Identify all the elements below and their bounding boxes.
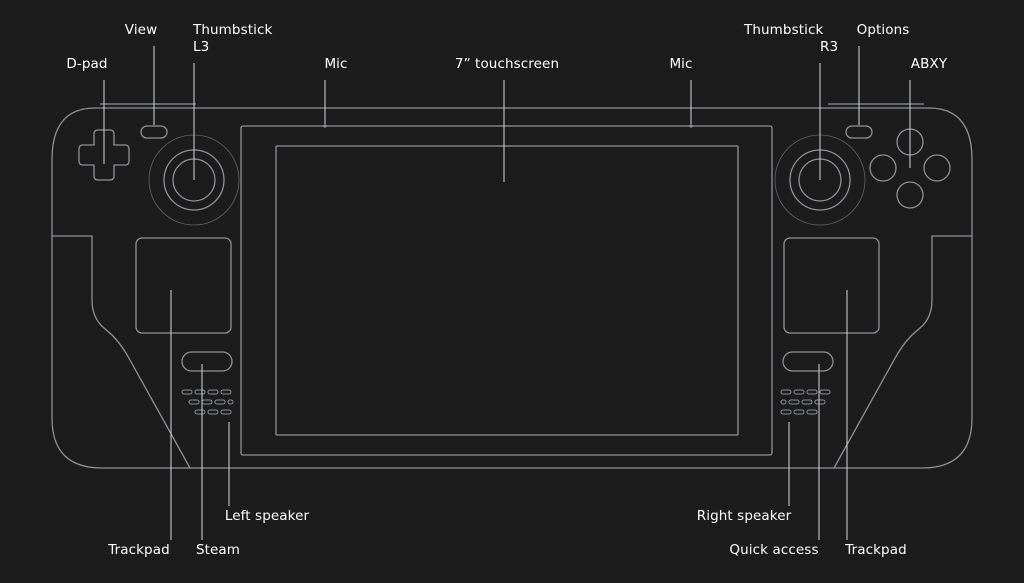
label-thumbstick-l3-line1: Thumbstick bbox=[193, 22, 273, 38]
label-thumbstick-r3-line2: R3 bbox=[820, 39, 839, 55]
label-touchscreen: 7” touchscreen bbox=[454, 56, 560, 72]
label-right-speaker: Right speaker bbox=[696, 508, 792, 524]
grip-contour-left bbox=[52, 235, 191, 469]
speaker-grille-left bbox=[181, 389, 234, 415]
quick-access-button-shape bbox=[782, 351, 834, 372]
screen-display bbox=[275, 145, 739, 436]
label-view: View bbox=[124, 22, 158, 38]
label-left-speaker: Left speaker bbox=[224, 508, 310, 524]
screen-bezel bbox=[240, 125, 773, 456]
view-button-shape bbox=[140, 125, 168, 139]
label-mic-right: Mic bbox=[669, 56, 693, 72]
options-button-shape bbox=[845, 125, 873, 139]
mic-left-dot bbox=[323, 124, 327, 128]
label-thumbstick-r3-line1: Thumbstick bbox=[744, 22, 824, 38]
label-thumbstick-r3: Thumbstick R3 bbox=[744, 22, 838, 56]
label-options: Options bbox=[856, 22, 910, 38]
label-abxy: ABXY bbox=[910, 56, 948, 72]
trackpad-left-shape bbox=[135, 237, 232, 334]
label-mic-left: Mic bbox=[324, 56, 348, 72]
speaker-grille-right bbox=[780, 389, 831, 415]
label-quick-access: Quick access bbox=[729, 542, 819, 558]
label-thumbstick-l3: Thumbstick L3 bbox=[193, 22, 272, 56]
device-body bbox=[51, 107, 973, 469]
steam-button-shape bbox=[181, 351, 233, 372]
button-x-shape bbox=[869, 154, 897, 182]
grip-contour-right bbox=[833, 235, 972, 469]
label-thumbstick-l3-line2: L3 bbox=[193, 39, 210, 55]
mic-right-dot bbox=[689, 124, 693, 128]
label-trackpad-right: Trackpad bbox=[845, 542, 907, 558]
trackpad-right-shape bbox=[783, 237, 880, 334]
label-dpad: D-pad bbox=[66, 56, 108, 72]
dpad-shape bbox=[78, 129, 130, 181]
label-steam: Steam bbox=[195, 542, 241, 558]
label-trackpad-left: Trackpad bbox=[108, 542, 170, 558]
button-a-shape bbox=[896, 181, 924, 209]
button-b-shape bbox=[923, 154, 951, 182]
